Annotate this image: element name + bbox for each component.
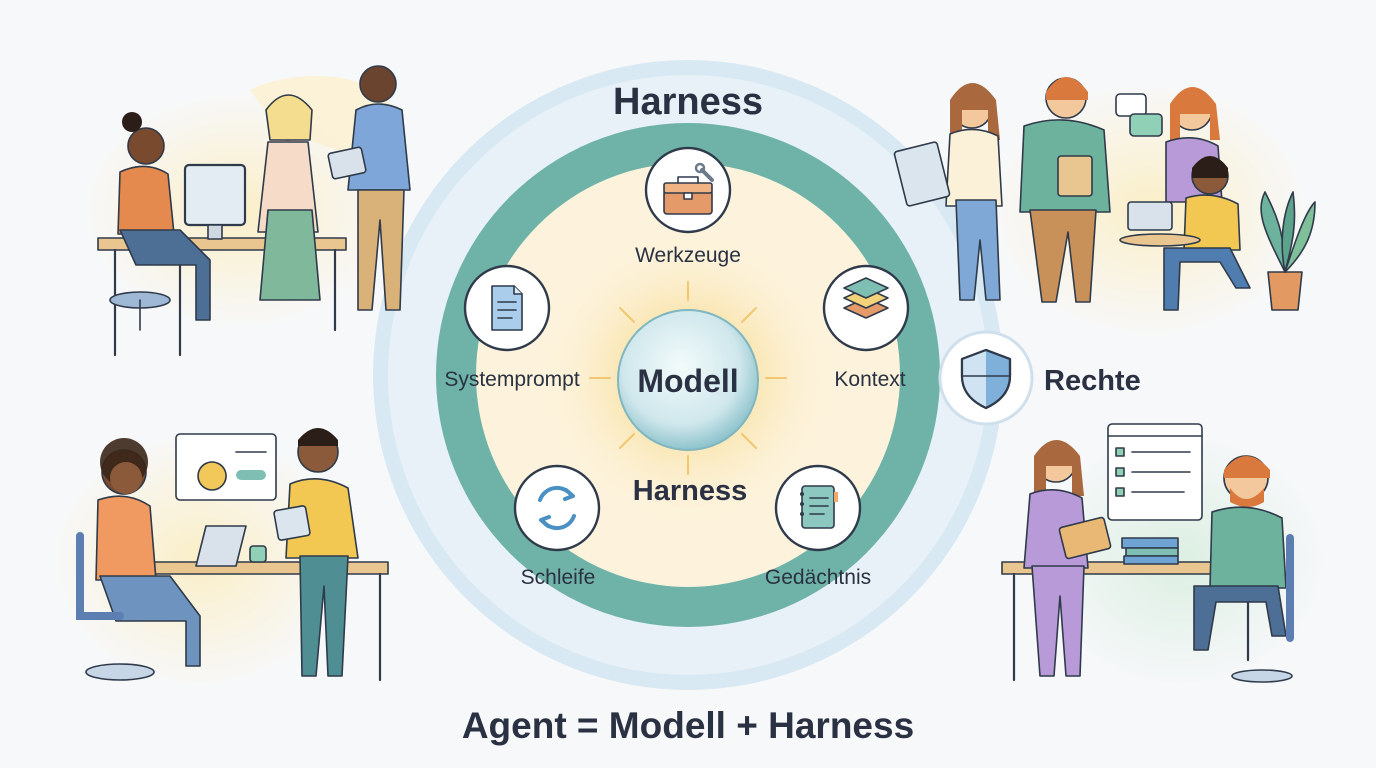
component-systemprompt: Systemprompt bbox=[444, 264, 580, 391]
component-loop: Schleife bbox=[513, 464, 601, 589]
layers-icon bbox=[843, 277, 889, 319]
component-label-memory: Gedächtnis bbox=[765, 566, 871, 589]
equation: Agent = Modell + Harness bbox=[462, 705, 914, 746]
component-tools: Werkzeuge bbox=[635, 146, 741, 267]
permissions: Rechte bbox=[938, 330, 1141, 426]
component-memory: Gedächtnis bbox=[765, 464, 871, 589]
scene-office-top-left bbox=[80, 65, 411, 357]
toolbox-icon bbox=[663, 162, 714, 215]
component-label-systemprompt: Systemprompt bbox=[444, 368, 580, 391]
refresh-icon bbox=[538, 485, 576, 531]
center-label: Modell bbox=[637, 363, 738, 399]
center-rays bbox=[589, 281, 787, 475]
document-icon bbox=[491, 285, 523, 331]
model-core bbox=[617, 309, 759, 451]
inner-ring-label: Harness bbox=[633, 475, 747, 507]
component-label-loop: Schleife bbox=[521, 566, 596, 589]
scene-office-bottom-left bbox=[50, 428, 389, 690]
harness-diagram-core: Modell Harness Harness Werkzeuge bbox=[373, 60, 1141, 746]
shield-icon bbox=[960, 348, 1012, 410]
permissions-label: Rechte bbox=[1044, 365, 1141, 397]
outer-ring-label: Harness bbox=[613, 81, 763, 123]
scene-office-bottom-right bbox=[1001, 423, 1330, 690]
notebook-icon bbox=[800, 485, 838, 529]
component-label-tools: Werkzeuge bbox=[635, 244, 741, 267]
component-label-context: Kontext bbox=[834, 368, 905, 391]
component-context: Kontext bbox=[822, 264, 910, 391]
scene-office-top-right bbox=[893, 77, 1316, 340]
